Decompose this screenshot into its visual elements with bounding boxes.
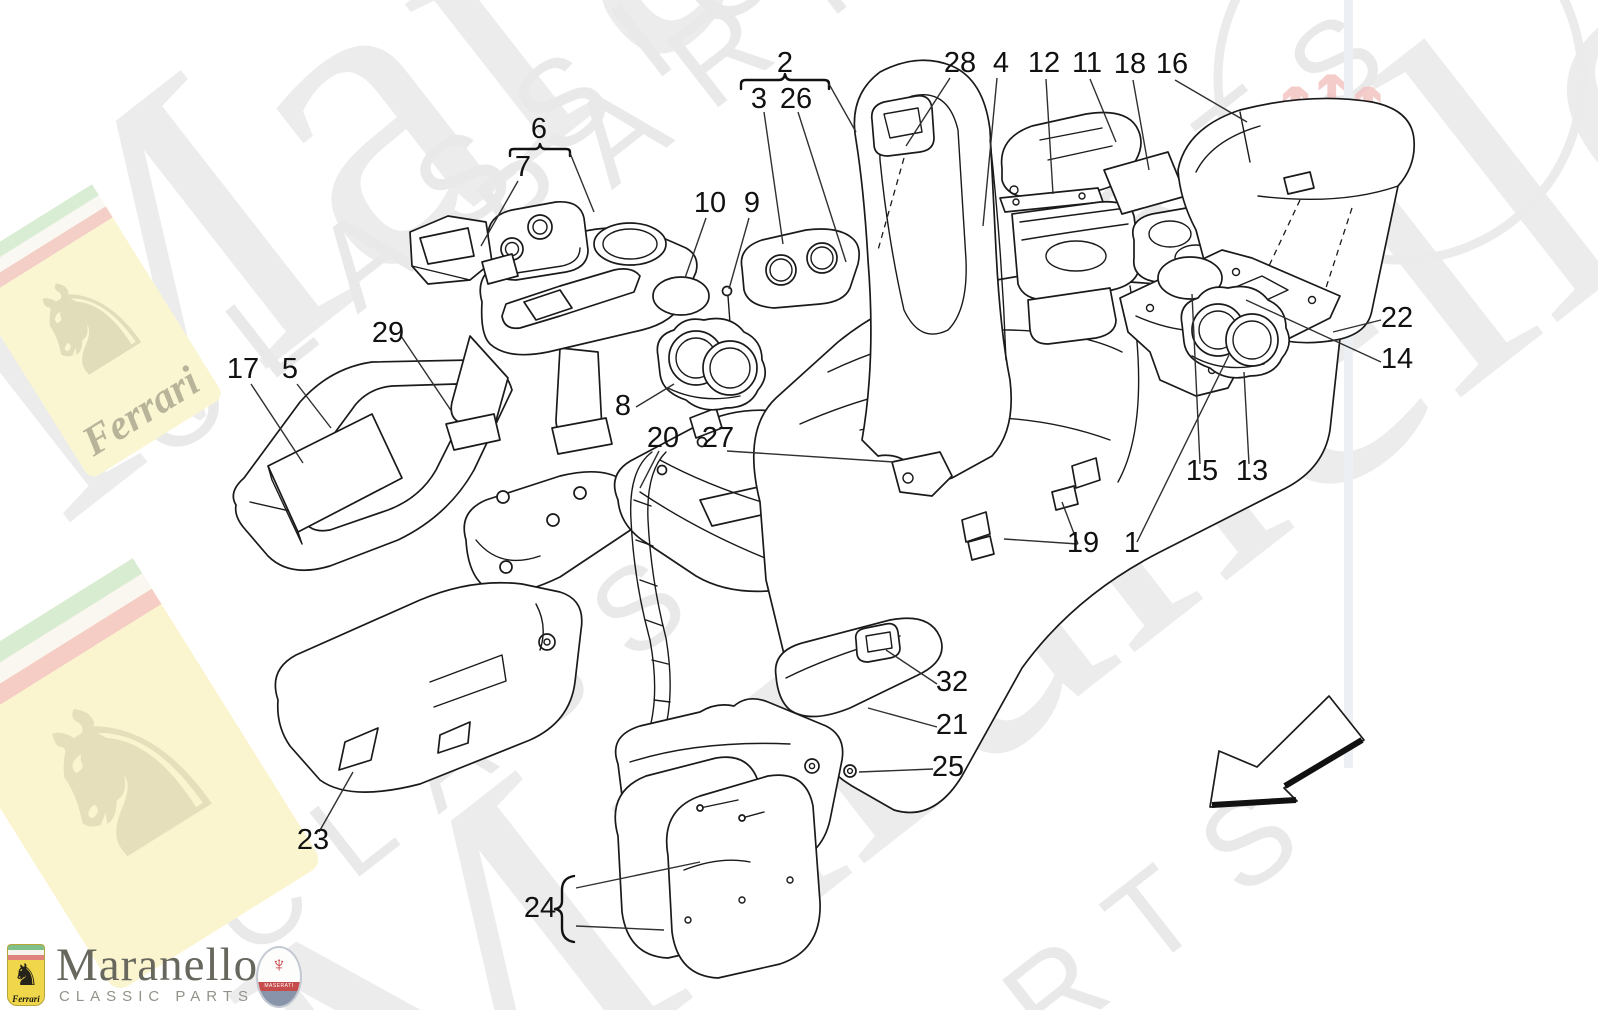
leader-line — [1332, 319, 1382, 333]
leader-line — [1174, 79, 1248, 123]
part-mat-17 — [267, 413, 403, 545]
part-armrest-lid — [853, 59, 1013, 497]
maranello-logo: ♞ Ferrari Maranello CLASSIC PARTS ♆ MASE… — [0, 930, 330, 1010]
leader-line — [684, 217, 707, 279]
callout-7: 7 — [515, 151, 531, 183]
leader-line — [867, 707, 938, 728]
callout-12: 12 — [1028, 47, 1060, 79]
leader-line — [1191, 293, 1201, 465]
leader-line — [569, 152, 595, 213]
callout-15: 15 — [1186, 455, 1218, 487]
callout-24: 24 — [524, 892, 556, 924]
leader-line — [885, 649, 938, 685]
leader-line — [763, 111, 784, 245]
callout-3: 3 — [751, 83, 767, 115]
watermark-ferrari-shield-large: ♞ — [0, 558, 319, 989]
part-disc-10 — [652, 276, 710, 316]
leader-line-fork-19 — [1003, 501, 1079, 545]
ferrari-shield-icon: ♞ Ferrari — [7, 944, 45, 1006]
callout-22: 22 — [1381, 302, 1413, 334]
callout-18: 18 — [1114, 48, 1146, 80]
leader-line-fork-24 — [575, 861, 701, 931]
part-side-panel-rear — [463, 471, 641, 594]
watermark-ferrari-shield-small: ♞ Ferrari — [0, 184, 221, 477]
callout-29: 29 — [372, 317, 404, 349]
callout-21: 21 — [936, 709, 968, 741]
part-latch-32 — [854, 622, 901, 663]
callout-labels: 2 3 26 28 4 12 11 18 16 6 7 10 9 29 17 5… — [227, 47, 1413, 924]
part-carpet-sheets-24 — [614, 756, 821, 979]
leader-line — [1132, 79, 1150, 171]
leader-line — [296, 383, 332, 429]
part-cupholder-8 — [656, 317, 767, 411]
callout-23: 23 — [297, 824, 329, 856]
brace-24 — [553, 874, 576, 944]
leader-line — [728, 217, 750, 290]
leader-line — [905, 77, 951, 147]
leader-line — [639, 450, 660, 489]
leader-line — [400, 335, 453, 413]
maserati-oval-label: MASERATI — [258, 982, 300, 991]
callout-2: 2 — [777, 47, 793, 79]
callout-25: 25 — [932, 751, 964, 783]
callout-17: 17 — [227, 353, 259, 385]
callout-13: 13 — [1236, 455, 1268, 487]
leader-line — [982, 77, 998, 227]
leader-line — [1243, 371, 1250, 465]
callout-26: 26 — [780, 83, 812, 115]
leader-line — [1136, 354, 1230, 543]
leader-line — [250, 383, 304, 464]
leader-line — [797, 111, 847, 263]
callout-9: 9 — [744, 187, 760, 219]
maserati-trident-icon: ♆ — [270, 952, 288, 977]
leader-line — [828, 83, 857, 133]
callout-8: 8 — [615, 390, 631, 422]
part-cup-tray-3-26 — [740, 228, 860, 309]
bracket-2 — [739, 72, 831, 91]
leader-line — [318, 771, 354, 833]
direction-arrow-icon — [1209, 695, 1365, 808]
leader-line — [858, 768, 934, 773]
callout-4: 4 — [993, 47, 1009, 79]
leader-line — [1045, 78, 1054, 195]
leader-line — [480, 180, 519, 247]
callout-14: 14 — [1381, 343, 1413, 375]
leader-lines — [250, 72, 1382, 944]
callout-28: 28 — [944, 47, 976, 79]
callout-6: 6 — [531, 113, 547, 145]
callout-5: 5 — [282, 353, 298, 385]
callout-10: 10 — [694, 187, 726, 219]
callout-19: 19 — [1067, 527, 1099, 559]
part-side-panel-23 — [274, 581, 583, 793]
part-cupholder-13 — [1180, 285, 1291, 379]
callout-1: 1 — [1124, 527, 1140, 559]
maserati-oval-icon: ♆ MASERATI — [256, 946, 302, 1008]
logo-brand-text: Maranello — [56, 939, 259, 991]
prancing-horse-icon: ♞ — [12, 959, 40, 992]
leader-line — [635, 383, 675, 408]
callout-16: 16 — [1156, 48, 1188, 80]
logo-tagline-text: CLASSIC PARTS — [59, 988, 254, 1005]
bracket-6 — [508, 142, 572, 158]
part-shifter-trim-6 — [445, 222, 698, 455]
part-disc-15 — [1157, 256, 1223, 300]
callout-32: 32 — [936, 666, 968, 698]
callout-27: 27 — [702, 422, 734, 454]
ferrari-shield-label: Ferrari — [12, 994, 40, 1004]
part-pocket-7 — [409, 215, 519, 285]
callout-11: 11 — [1072, 47, 1102, 79]
leader-line — [726, 450, 895, 463]
leader-line — [1089, 78, 1117, 143]
callout-20: 20 — [647, 422, 679, 454]
leader-line — [1245, 299, 1382, 363]
